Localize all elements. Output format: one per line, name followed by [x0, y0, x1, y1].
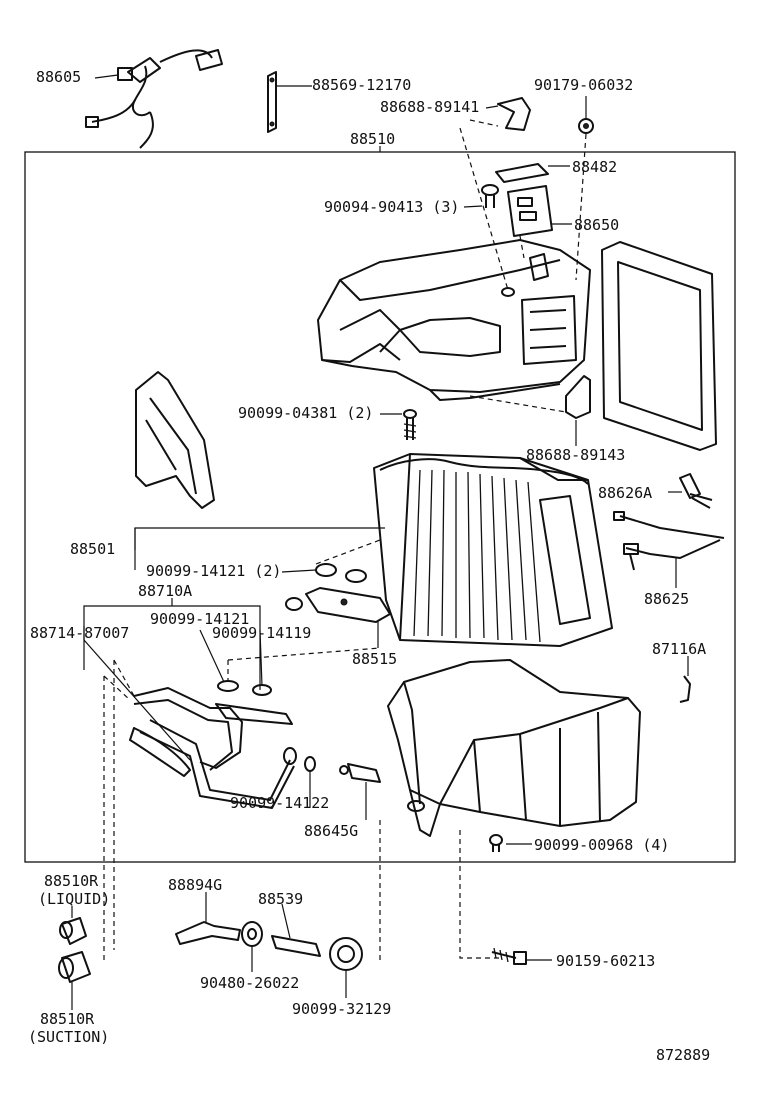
upper-case	[317, 239, 591, 401]
label-87116A: 87116A	[652, 640, 706, 658]
pipe-88714	[129, 687, 297, 809]
label-88510R-liquid: 88510R	[44, 872, 99, 890]
label-suction-note: (SUCTION)	[28, 1028, 109, 1046]
label-88605: 88605	[36, 68, 81, 86]
grommet-90099-32129	[329, 937, 363, 971]
assembly-frame	[24, 151, 736, 863]
switch-88645G	[339, 763, 381, 783]
lower-case	[387, 659, 641, 837]
fitting-liquid	[59, 917, 87, 945]
tube-88894G	[175, 921, 241, 945]
orings-14121	[315, 563, 367, 583]
label-88539: 88539	[258, 890, 303, 908]
module-88650	[507, 185, 553, 237]
label-88515: 88515	[352, 650, 397, 668]
bracket-88688-89143	[565, 375, 591, 419]
label-88714-87007: 88714-87007	[30, 624, 129, 642]
label-90099-14121-2: 90099-14121 (2)	[146, 562, 281, 580]
drain-88539	[271, 935, 321, 957]
label-88894G: 88894G	[168, 876, 222, 894]
evaporator-core	[373, 453, 613, 647]
label-88625: 88625	[644, 590, 689, 608]
label-88645G: 88645G	[304, 822, 358, 840]
label-88501: 88501	[70, 540, 115, 558]
label-90099-14119: 90099-14119	[212, 624, 311, 642]
sensor-88626A	[679, 473, 713, 509]
bolt-90159	[491, 947, 527, 965]
bracket-88688-89141	[497, 97, 531, 131]
nut-90179	[578, 118, 594, 134]
screw-90099-00968	[489, 834, 503, 852]
label-88510R-suction: 88510R	[40, 1010, 95, 1028]
label-90099-14121: 90099-14121	[150, 610, 249, 628]
label-90099-04381: 90099-04381 (2)	[238, 404, 373, 422]
clip-87116A	[679, 675, 691, 703]
valve-88515	[285, 587, 391, 623]
label-90480-26022: 90480-26022	[200, 974, 299, 992]
orings-pipe	[217, 680, 272, 696]
wire-88625	[613, 511, 725, 571]
label-90179-06032: 90179-06032	[534, 76, 633, 94]
oring-14122	[304, 756, 316, 772]
label-88688-89143: 88688-89143	[526, 446, 625, 464]
fitting-suction	[58, 951, 91, 983]
side-bracket	[135, 371, 215, 509]
screw-90099-04381	[403, 409, 417, 440]
labels: 88605 88569-12170 90179-06032 88688-8914…	[28, 68, 710, 1064]
grommet-90480	[241, 921, 263, 947]
label-88569-12170: 88569-12170	[312, 76, 411, 94]
diagram-number: 872889	[656, 1046, 710, 1064]
plate-88482	[495, 163, 549, 183]
screw-90094	[481, 184, 499, 208]
label-88688-89141: 88688-89141	[380, 98, 479, 116]
label-88626A: 88626A	[598, 484, 652, 502]
label-88510: 88510	[350, 130, 395, 148]
strap-88569	[267, 71, 277, 133]
label-88710A: 88710A	[138, 582, 192, 600]
seal-frame	[601, 241, 717, 451]
label-88482: 88482	[572, 158, 617, 176]
label-90159-60213: 90159-60213	[556, 952, 655, 970]
label-90099-32129: 90099-32129	[292, 1000, 391, 1018]
wire-harness-88605	[85, 49, 223, 149]
label-90099-00968: 90099-00968 (4)	[534, 836, 669, 854]
label-88650: 88650	[574, 216, 619, 234]
label-liquid-note: (LIQUID)	[38, 890, 110, 908]
label-90099-14122: 90099-14122	[230, 794, 329, 812]
label-90094-90413: 90094-90413 (3)	[324, 198, 459, 216]
